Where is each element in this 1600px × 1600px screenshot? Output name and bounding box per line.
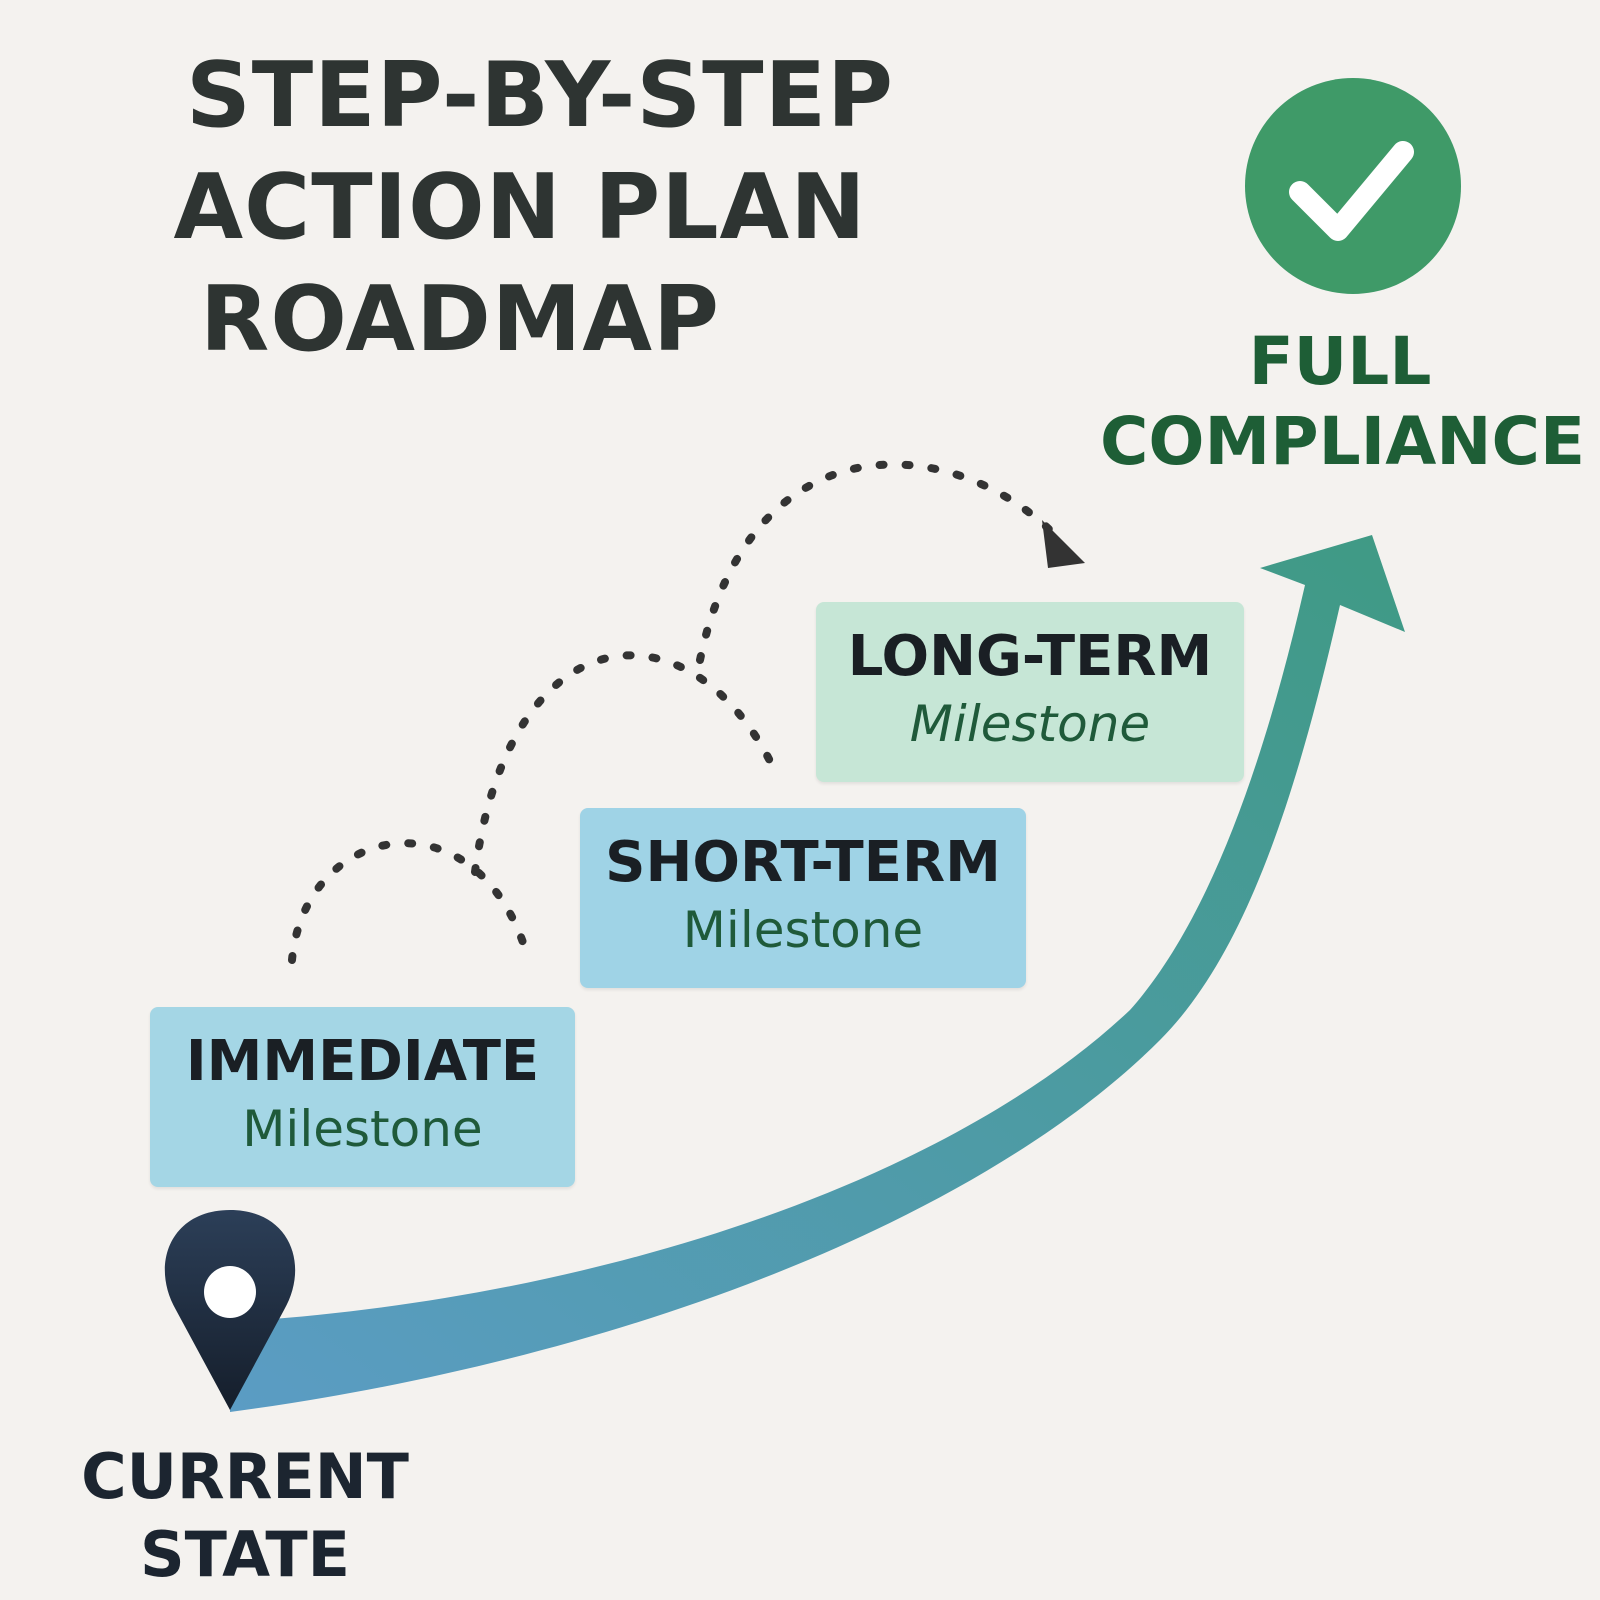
goal-label-line-2: COMPLIANCE [1100, 403, 1586, 480]
title-line-3: ROADMAP [200, 267, 720, 372]
start-label-line-2: STATE [140, 1518, 350, 1591]
page-title: STEP-BY-STEP ACTION PLAN ROADMAP [60, 40, 980, 376]
title-line-2: ACTION PLAN [173, 155, 867, 260]
start-label-line-1: CURRENT [81, 1440, 409, 1513]
dotted-arc-short-term [471, 651, 776, 876]
dotted-arrowhead-icon [1042, 520, 1085, 568]
milestone-subtitle: Milestone [242, 1100, 483, 1158]
location-pin-icon [164, 1210, 296, 1410]
title-line-1: STEP-BY-STEP [185, 43, 895, 148]
start-label: CURRENT STATE [40, 1438, 450, 1594]
milestone-title: IMMEDIATE [185, 1029, 540, 1094]
milestone-subtitle: Milestone [909, 695, 1151, 753]
milestone-subtitle: Milestone [682, 901, 924, 959]
goal-label: FULL COMPLIANCE [1100, 322, 1586, 482]
check-circle-icon [1245, 78, 1461, 294]
dotted-arc-long-term [696, 460, 1059, 664]
milestone-long-term: LONG-TERM Milestone [816, 602, 1244, 782]
dotted-arc-immediate [288, 839, 532, 964]
milestone-short-term: SHORT-TERM Milestone [580, 808, 1026, 988]
milestone-title: SHORT-TERM [605, 830, 1001, 895]
growth-arrow [230, 535, 1405, 1412]
goal-label-line-1: FULL [1248, 323, 1432, 400]
milestone-title: LONG-TERM [847, 624, 1213, 689]
milestone-immediate: IMMEDIATE Milestone [150, 1007, 575, 1187]
